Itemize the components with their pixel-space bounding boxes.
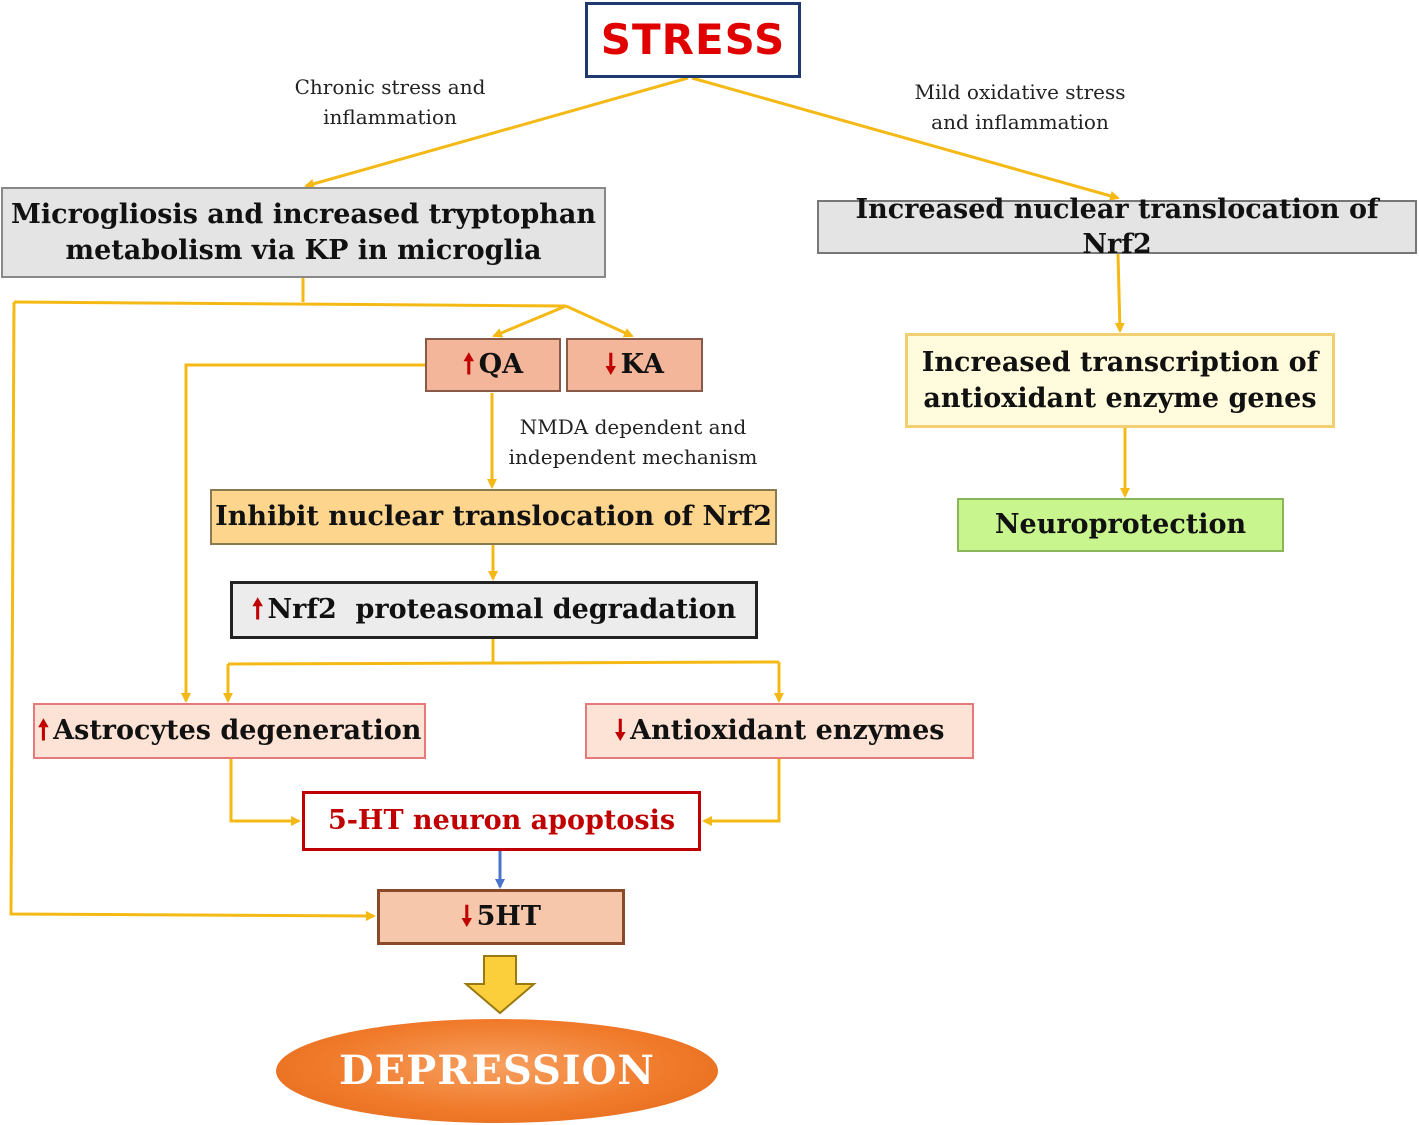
ka-node: 🠗 KA: [566, 338, 703, 392]
label-chronic-stress: Chronic stress and inflammation: [270, 72, 510, 132]
label-chronic-line2: inflammation: [323, 105, 457, 129]
connector-left-to-5ht: [9, 301, 376, 921]
proteasomal-degradation-node: 🠕 Nrf2 proteasomal degradation: [230, 581, 758, 639]
block-arrow-to-depression: [463, 955, 537, 1015]
label-mild-line2: and inflammation: [931, 110, 1109, 134]
proteasomal-label: Nrf2 proteasomal degradation: [267, 594, 737, 626]
label-nmda-line1: NMDA dependent and: [519, 415, 747, 439]
connector-antioxidant-to-apoptosis: [702, 759, 781, 826]
qa-label: QA: [478, 349, 524, 381]
down-arrow-icon: 🠗: [605, 349, 617, 381]
astrocytes-label: Astrocytes degeneration: [53, 715, 422, 747]
transcription-line1: Increased transcription of: [921, 347, 1319, 379]
up-arrow-icon: 🠕: [462, 349, 475, 381]
label-nmda: NMDA dependent and independent mechanism: [492, 412, 774, 472]
label-mild-oxidative: Mild oxidative stress and inflammation: [880, 77, 1160, 137]
neuroprotection-node: Neuroprotection: [957, 498, 1284, 552]
connector-qa-to-astrocytes: [181, 363, 425, 703]
connector-to-qa: [492, 304, 567, 338]
label-mild-line1: Mild oxidative stress: [914, 80, 1126, 104]
ka-label: KA: [620, 349, 664, 381]
microgliosis-line1: Microgliosis and increased tryptophan: [11, 199, 596, 231]
qa-node: 🠕 QA: [425, 338, 561, 392]
apoptosis-node: 5-HT neuron apoptosis: [302, 791, 701, 851]
astrocytes-node: 🠕 Astrocytes degeneration: [33, 703, 426, 759]
transcription-line2: antioxidant enzyme genes: [923, 382, 1317, 414]
microgliosis-line2: metabolism via KP in microglia: [65, 234, 542, 266]
label-nmda-line2: independent mechanism: [508, 445, 758, 469]
connector-stress-to-nrf2: [691, 76, 1120, 201]
nrf2-translocation-node: Increased nuclear translocation of Nrf2: [817, 194, 1417, 260]
down-arrow-icon: 🠗: [461, 901, 473, 933]
antioxidant-node: 🠗 Antioxidant enzymes: [585, 703, 974, 759]
depression-node: DEPRESSION: [276, 1019, 718, 1123]
connector-astrocytes-to-apoptosis: [229, 759, 301, 826]
5ht-label: 5HT: [476, 901, 541, 933]
up-arrow-icon: 🠕: [251, 594, 264, 626]
label-chronic-line1: Chronic stress and: [294, 75, 486, 99]
5ht-node: 🠗 5HT: [377, 889, 625, 945]
stress-node: STRESS: [585, 2, 801, 78]
connector-horizontal-split: [13, 300, 567, 308]
connector-stress-to-microgliosis: [304, 76, 689, 189]
inhibit-nrf2-node: Inhibit nuclear translocation of Nrf2: [210, 489, 777, 545]
antioxidant-label: Antioxidant enzymes: [630, 715, 945, 747]
down-arrow-icon: 🠗: [614, 715, 627, 747]
connector-to-ka: [565, 304, 634, 338]
connector-nrf2-to-transcription: [1114, 253, 1125, 333]
transcription-node: Increased transcription of antioxidant e…: [905, 333, 1335, 428]
connector-proteasomal-split: [227, 660, 780, 666]
microgliosis-node: Microgliosis and increased tryptophan me…: [1, 187, 606, 278]
up-arrow-icon: 🠕: [37, 715, 50, 747]
